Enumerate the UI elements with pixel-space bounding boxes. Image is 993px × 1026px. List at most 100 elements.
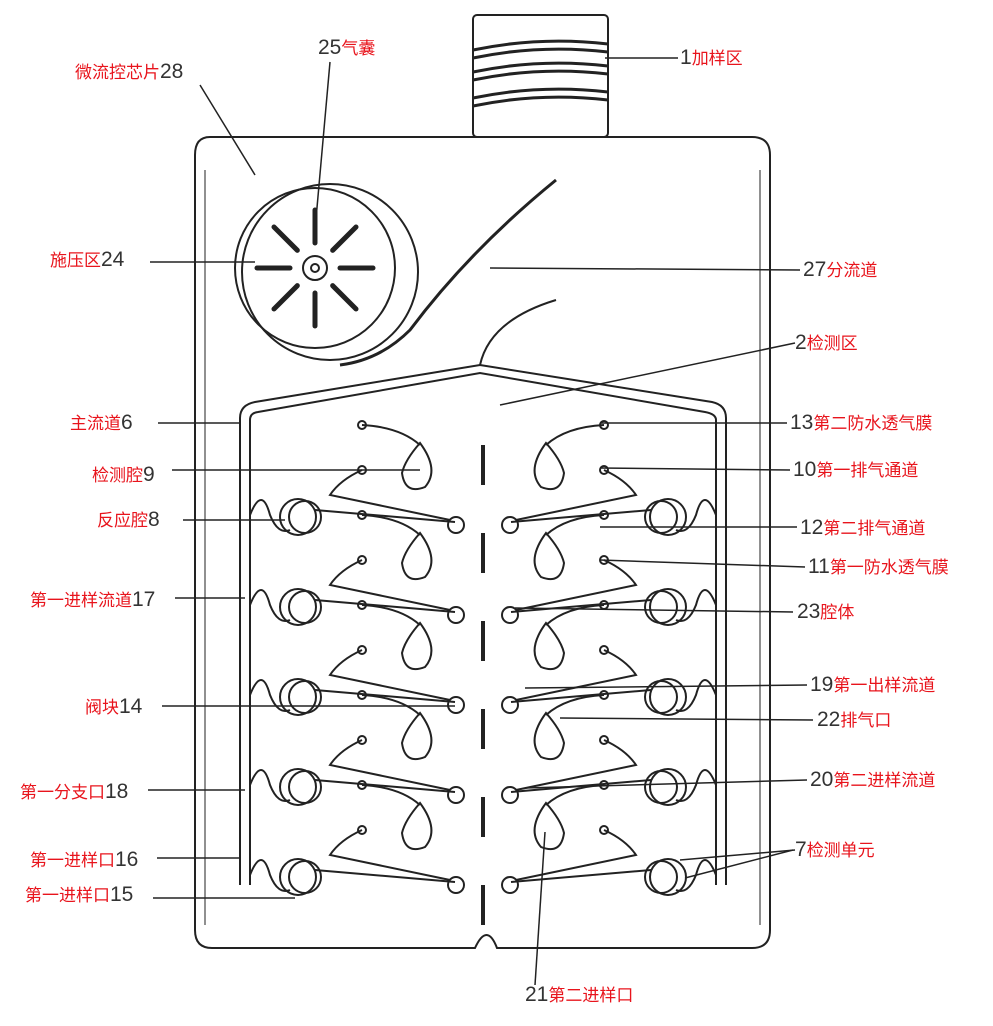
label-text: 检测区: [806, 334, 858, 354]
chip-inner-edge: [204, 170, 761, 925]
label-text: 第一排气通道: [816, 461, 919, 481]
detection-chamber: [533, 531, 566, 581]
label-number: 13: [790, 411, 814, 434]
detection-unit: [501, 420, 717, 536]
inlet-channel: [675, 679, 717, 712]
leader-line-split-channel: [489, 267, 801, 271]
inlet-channel: [675, 769, 717, 802]
label-valve: 阀块14: [85, 695, 143, 718]
label-number: 7: [795, 838, 807, 861]
airbag-spoke: [330, 283, 359, 312]
label-first-vent: 10第一排气通道: [793, 459, 919, 481]
label-text: 检测腔: [92, 466, 143, 486]
label-text: 第二防水透气膜: [813, 414, 933, 434]
reaction-chamber: [279, 498, 317, 536]
vent-channel: [328, 649, 451, 701]
label-text: 第一进样口: [25, 886, 110, 906]
vent-channel: [361, 784, 421, 806]
label-text: 微流控芯片: [75, 63, 160, 83]
reaction-chamber-rim: [644, 590, 678, 624]
reaction-chamber-rim: [288, 500, 322, 534]
vent-channel: [545, 514, 605, 536]
label-text: 第一进样口: [30, 851, 115, 871]
inlet-channel: [249, 499, 291, 532]
vent-channel: [545, 424, 605, 446]
vent-channel: [328, 739, 451, 791]
airbag-spoke: [271, 224, 300, 253]
label-detection-chamber: 检测腔9: [92, 463, 155, 486]
outlet-channel: [314, 509, 456, 523]
vent-channel: [515, 739, 638, 791]
label-text: 第一进样流道: [30, 591, 132, 611]
outlet-channel: [510, 689, 652, 703]
inlet-channel: [249, 769, 291, 802]
detection-unit: [501, 780, 717, 896]
split-channel-2: [479, 299, 557, 366]
label-number: 16: [115, 848, 139, 871]
label-text: 主流道: [70, 414, 121, 434]
label-reaction-chamber: 反应腔8: [97, 509, 160, 531]
inlet-channel: [249, 679, 291, 712]
detection-chamber: [533, 711, 566, 761]
vent-channel: [361, 424, 421, 446]
label-number: 27: [803, 258, 827, 281]
label-number: 22: [817, 708, 841, 731]
chip-body: [194, 136, 771, 949]
leader-line-detection-unit: [684, 849, 794, 879]
reaction-chamber-rim: [644, 680, 678, 714]
label-number: 9: [143, 463, 155, 486]
label-number: 14: [119, 695, 143, 718]
membrane-dot: [357, 645, 367, 655]
detection-chamber: [400, 801, 433, 851]
label-main-channel: 主流道6: [70, 412, 133, 434]
label-first-inlet-channel: 第一进样流道17: [30, 589, 155, 611]
label-text: 阀块: [85, 698, 119, 718]
label-text: 分流道: [826, 261, 878, 281]
outlet-channel: [314, 779, 456, 793]
detection-chamber: [400, 531, 433, 581]
label-number: 2: [795, 331, 807, 354]
label-exhaust-port: 22排气口: [817, 708, 891, 731]
label-number: 19: [810, 673, 834, 696]
outlet-channel: [510, 509, 652, 523]
label-airbag: 25气囊: [318, 37, 376, 59]
leader-line-exhaust-port: [559, 717, 814, 721]
label-text: 第一分支口: [20, 783, 105, 803]
label-second-membrane: 13第二防水透气膜: [790, 411, 933, 434]
label-number: 12: [800, 516, 824, 539]
label-chip: 微流控芯片28: [75, 60, 184, 83]
valve: [501, 876, 519, 894]
membrane-dot: [599, 825, 609, 835]
valve: [501, 516, 519, 534]
reaction-chamber-rim: [288, 770, 322, 804]
reaction-chamber: [649, 768, 687, 806]
detection-unit: [249, 780, 465, 896]
label-first-inlet-15: 第一进样口15: [25, 884, 133, 906]
outlet-channel: [314, 869, 456, 883]
reaction-chamber: [279, 678, 317, 716]
split-channel: [339, 178, 557, 367]
membrane-dot: [357, 825, 367, 835]
vent-channel: [328, 469, 451, 521]
airbag: [234, 183, 419, 361]
label-split-channel: 27分流道: [803, 258, 878, 281]
reaction-chamber-rim: [644, 860, 678, 894]
reaction-chamber: [649, 498, 687, 536]
outlet-channel: [314, 599, 456, 613]
detection-unit: [249, 600, 465, 716]
valve: [447, 606, 465, 624]
outlet-channel: [314, 689, 456, 703]
valve: [501, 606, 519, 624]
leader-line-chip: [199, 84, 256, 176]
sample-port-neck: [472, 14, 609, 138]
leader-line-airbag: [314, 61, 331, 231]
label-text: 气囊: [341, 39, 376, 59]
label-text: 第二进样口: [548, 986, 634, 1006]
reaction-chamber: [279, 588, 317, 626]
detection-chamber: [400, 441, 433, 491]
label-number: 28: [160, 60, 184, 83]
outlet-channel: [510, 599, 652, 613]
detection-unit: [501, 510, 717, 626]
